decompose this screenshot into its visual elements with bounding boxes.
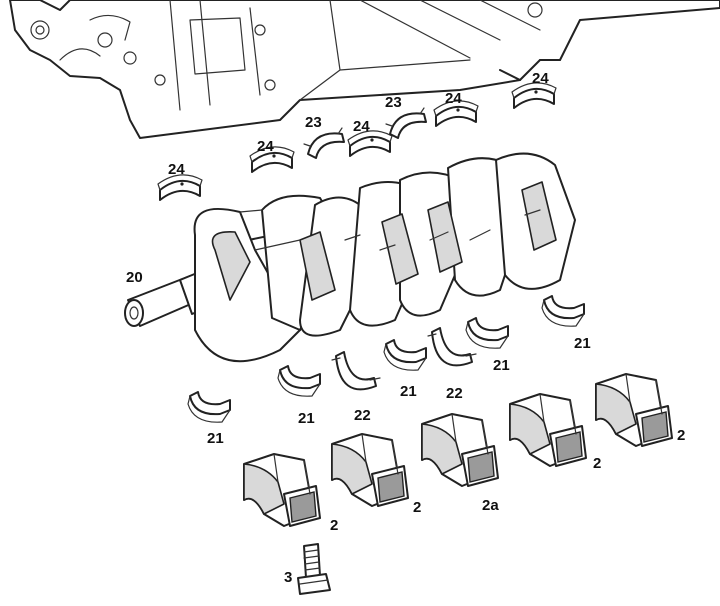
label-upper-bearing-shell: 24: [532, 70, 549, 87]
lower-bearing-shell: [277, 365, 321, 397]
engine-block: [9, 0, 720, 139]
upper-bearing-shell: [249, 146, 295, 173]
label-bearing-cap-alt: 2a: [482, 497, 499, 514]
bearing-cap: [509, 393, 587, 467]
label-bearing-cap: 2: [677, 427, 685, 444]
lower-bearing-shell: [383, 339, 427, 371]
label-bearing-cap: 2: [413, 499, 421, 516]
lower-bearing-shell: [541, 295, 585, 327]
lower-bearing-shell: [187, 391, 231, 423]
crankshaft: [124, 152, 576, 363]
lower-bearing-shells: [187, 295, 585, 423]
label-upper-bearing-shell: 24: [445, 90, 462, 107]
label-upper-bearing-shell: 24: [257, 138, 274, 155]
upper-thrust-bearing: [385, 107, 427, 139]
label-crankshaft: 20: [126, 269, 143, 286]
cap-bolt: [297, 543, 331, 595]
label-upper-thrust-bearing: 23: [385, 94, 402, 111]
upper-bearing-shell: [511, 82, 557, 109]
label-lower-thrust-bearing: 22: [446, 385, 463, 402]
bearing-caps: [243, 373, 673, 527]
lower-thrust-bearing: [427, 327, 477, 367]
label-lower-bearing-shell: 21: [298, 410, 315, 427]
label-upper-thrust-bearing: 23: [305, 114, 322, 131]
bearing-cap: [595, 373, 673, 447]
label-cap-bolt: 3: [284, 569, 292, 586]
upper-bearing-shell: [157, 174, 203, 201]
upper-bearing-shells: [157, 82, 557, 201]
label-lower-bearing-shell: 21: [400, 383, 417, 400]
label-lower-thrust-bearing: 22: [354, 407, 371, 424]
lower-thrust-bearing: [331, 351, 381, 391]
label-lower-bearing-shell: 21: [574, 335, 591, 352]
label-bearing-cap: 2: [593, 455, 601, 472]
label-lower-bearing-shell: 21: [493, 357, 510, 374]
label-upper-bearing-shell: 24: [168, 161, 185, 178]
bearing-cap: [243, 453, 321, 527]
callout-labels: 20 24 24 24 24 24 23 23 21 21 21 21 21 2…: [126, 70, 685, 586]
bearing-cap-alt: [421, 413, 499, 487]
label-bearing-cap: 2: [330, 517, 338, 534]
bearing-cap: [331, 433, 409, 507]
upper-bearing-shell: [433, 100, 479, 127]
label-upper-bearing-shell: 24: [353, 118, 370, 135]
label-lower-bearing-shell: 21: [207, 430, 224, 447]
lower-bearing-shell: [465, 317, 509, 349]
upper-thrust-bearing: [303, 127, 345, 159]
